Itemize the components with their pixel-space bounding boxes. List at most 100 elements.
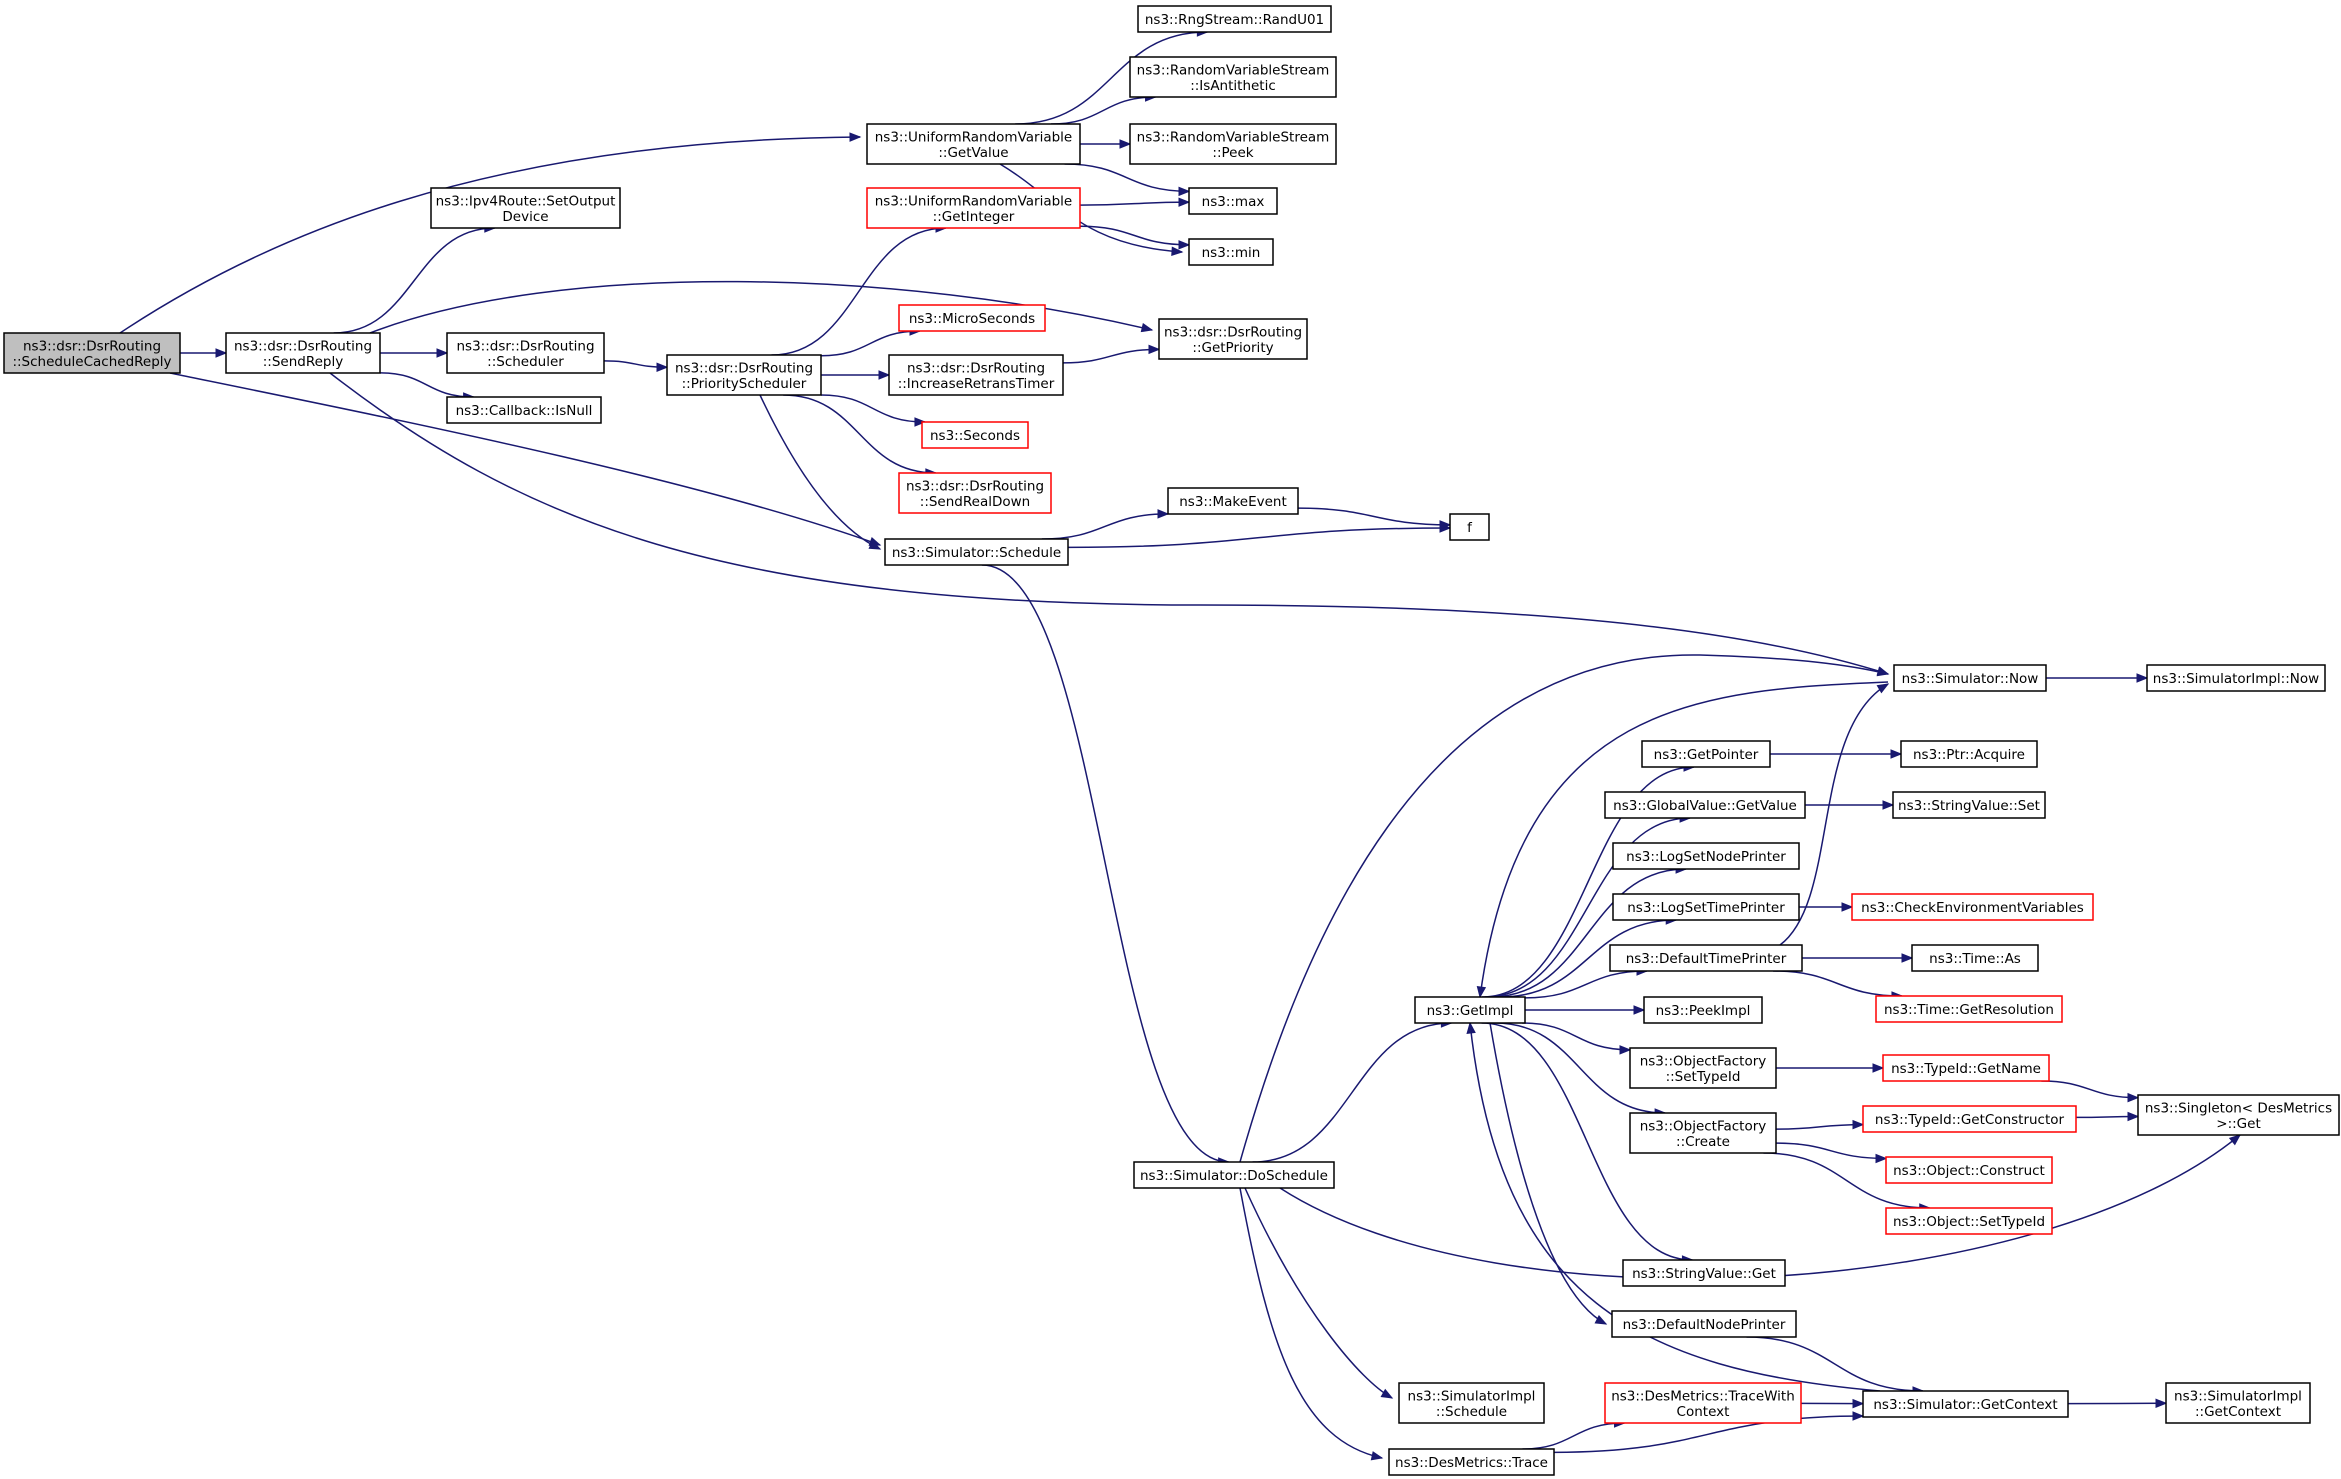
node-scheduler[interactable]: ns3::dsr::DsrRouting::Scheduler bbox=[446, 332, 605, 374]
node-root-box bbox=[3, 332, 181, 374]
node-min-label-0: ns3::min bbox=[1202, 245, 1261, 261]
node-peek[interactable]: ns3::RandomVariableStream::Peek bbox=[1129, 123, 1337, 165]
node-sendrealdown[interactable]: ns3::dsr::DsrRouting::SendRealDown bbox=[898, 472, 1052, 514]
node-stringvalue_get[interactable]: ns3::StringValue::Get bbox=[1622, 1259, 1786, 1287]
node-isantithetic[interactable]: ns3::RandomVariableStream::IsAntithetic bbox=[1129, 56, 1337, 98]
node-checkenv[interactable]: ns3::CheckEnvironmentVariables bbox=[1851, 893, 2094, 921]
node-simimpl_schedule[interactable]: ns3::SimulatorImpl::Schedule bbox=[1398, 1382, 1545, 1424]
node-defaultnodeprinter[interactable]: ns3::DefaultNodePrinter bbox=[1611, 1310, 1797, 1338]
node-simnow[interactable]: ns3::Simulator::Now bbox=[1893, 664, 2047, 692]
node-trace[interactable]: ns3::DesMetrics::Trace bbox=[1388, 1448, 1555, 1476]
node-typeid_getname[interactable]: ns3::TypeId::GetName bbox=[1882, 1054, 2050, 1082]
node-peekimpl-label-0: ns3::PeekImpl bbox=[1656, 1003, 1751, 1019]
edge-doschedule-to-simimpl_schedule bbox=[1244, 1187, 1394, 1399]
node-trace-label-0: ns3::DesMetrics::Trace bbox=[1395, 1455, 1548, 1471]
edge-doschedule-to-singleton_get bbox=[1279, 1134, 2242, 1280]
node-getcontext[interactable]: ns3::Simulator::GetContext bbox=[1862, 1390, 2069, 1418]
node-getpointer[interactable]: ns3::GetPointer bbox=[1641, 740, 1771, 768]
edge-schedule-to-f bbox=[1067, 523, 1452, 549]
edge-gv_getvalue-to-stringvalue_set bbox=[1805, 800, 1895, 810]
node-urv_getvalue[interactable]: ns3::UniformRandomVariable::GetValue bbox=[866, 123, 1081, 165]
node-logsettimeprinter[interactable]: ns3::LogSetTimePrinter bbox=[1612, 893, 1800, 921]
node-logsettimeprinter-box bbox=[1612, 893, 1800, 921]
node-logsetnodeprinter-label-0: ns3::LogSetNodePrinter bbox=[1626, 849, 1786, 865]
node-schedule[interactable]: ns3::Simulator::Schedule bbox=[884, 538, 1069, 566]
node-getpriority[interactable]: ns3::dsr::DsrRouting::GetPriority bbox=[1158, 318, 1308, 360]
node-makeevent[interactable]: ns3::MakeEvent bbox=[1167, 487, 1299, 515]
node-randu01[interactable]: ns3::RngStream::RandU01 bbox=[1137, 5, 1332, 33]
node-sendreply-box bbox=[225, 332, 381, 374]
edge-defaulttimeprinter-to-timeas bbox=[1801, 953, 1914, 963]
node-tracewithcontext-box bbox=[1604, 1382, 1802, 1424]
node-priorityscheduler[interactable]: ns3::dsr::DsrRouting::PriorityScheduler bbox=[666, 354, 822, 396]
node-gv_getvalue[interactable]: ns3::GlobalValue::GetValue bbox=[1604, 791, 1806, 819]
edge-getinteger-to-max bbox=[1079, 197, 1191, 207]
node-logsetnodeprinter[interactable]: ns3::LogSetNodePrinter bbox=[1612, 842, 1800, 870]
node-seconds-label-0: ns3::Seconds bbox=[930, 428, 1020, 444]
edge-getimpl-to-peekimpl bbox=[1525, 1005, 1646, 1015]
node-stringvalue_get-label-0: ns3::StringValue::Get bbox=[1632, 1266, 1776, 1282]
node-getresolution[interactable]: ns3::Time::GetResolution bbox=[1875, 995, 2063, 1023]
node-construct[interactable]: ns3::Object::Construct bbox=[1885, 1156, 2053, 1184]
node-logsettimeprinter-label-0: ns3::LogSetTimePrinter bbox=[1627, 900, 1785, 916]
node-sendrealdown-label-0: ns3::dsr::DsrRouting bbox=[906, 478, 1044, 494]
node-gv_getvalue-label-0: ns3::GlobalValue::GetValue bbox=[1613, 798, 1797, 814]
node-sendreply-label-1: ::SendReply bbox=[263, 354, 344, 370]
node-increaseretrans-label-0: ns3::dsr::DsrRouting bbox=[907, 360, 1045, 376]
node-f-box bbox=[1449, 513, 1490, 541]
node-of_create[interactable]: ns3::ObjectFactory::Create bbox=[1629, 1112, 1777, 1154]
node-root-label-0: ns3::dsr::DsrRouting bbox=[23, 338, 161, 354]
edge-schedule-to-makeevent bbox=[1041, 509, 1170, 540]
node-doschedule[interactable]: ns3::Simulator::DoSchedule bbox=[1133, 1161, 1335, 1189]
node-peek-label-1: ::Peek bbox=[1212, 145, 1253, 161]
node-of_settypeid[interactable]: ns3::ObjectFactory::SetTypeId bbox=[1629, 1047, 1777, 1089]
node-isnull[interactable]: ns3::Callback::IsNull bbox=[446, 396, 602, 424]
node-singleton_get[interactable]: ns3::Singleton< DesMetrics >::Get bbox=[2137, 1094, 2340, 1136]
edge-urv_getvalue-to-max bbox=[1064, 163, 1191, 197]
node-isantithetic-label-0: ns3::RandomVariableStream bbox=[1137, 62, 1330, 78]
node-getimpl-box bbox=[1414, 996, 1526, 1024]
node-defaulttimeprinter[interactable]: ns3::DefaultTimePrinter bbox=[1609, 944, 1803, 972]
edge-getimpl-to-defaultnodeprinter bbox=[1489, 1022, 1608, 1325]
edge-getinteger-to-min bbox=[1079, 225, 1191, 250]
edge-getpointer-to-ptracquire bbox=[1770, 749, 1903, 759]
node-getconstructor[interactable]: ns3::TypeId::GetConstructor bbox=[1862, 1105, 2077, 1133]
node-singleton_get-box bbox=[2137, 1094, 2340, 1136]
node-doschedule-box bbox=[1133, 1161, 1335, 1189]
node-seconds[interactable]: ns3::Seconds bbox=[921, 421, 1029, 449]
edge-doschedule-to-simnow bbox=[1239, 654, 1890, 1163]
node-simimplnow[interactable]: ns3::SimulatorImpl::Now bbox=[2146, 664, 2326, 692]
node-getresolution-box bbox=[1875, 995, 2063, 1023]
node-peekimpl[interactable]: ns3::PeekImpl bbox=[1643, 996, 1763, 1024]
node-ptracquire[interactable]: ns3::Ptr::Acquire bbox=[1900, 740, 2038, 768]
node-getimpl-label-0: ns3::GetImpl bbox=[1427, 1003, 1514, 1019]
node-setoutputdevice-box bbox=[430, 187, 621, 229]
node-urv_getvalue-label-0: ns3::UniformRandomVariable bbox=[875, 129, 1073, 145]
node-increaseretrans[interactable]: ns3::dsr::DsrRouting::IncreaseRetransTim… bbox=[888, 354, 1064, 396]
node-microseconds[interactable]: ns3::MicroSeconds bbox=[898, 304, 1046, 332]
node-sendreply[interactable]: ns3::dsr::DsrRouting::SendReply bbox=[225, 332, 381, 374]
node-getpriority-box bbox=[1158, 318, 1308, 360]
node-timeas[interactable]: ns3::Time::As bbox=[1911, 944, 2039, 972]
node-construct-label-0: ns3::Object::Construct bbox=[1893, 1163, 2045, 1179]
node-stringvalue_set[interactable]: ns3::StringValue::Set bbox=[1892, 791, 2046, 819]
node-max[interactable]: ns3::max bbox=[1188, 187, 1278, 215]
node-simimpl_getcontext[interactable]: ns3::SimulatorImpl::GetContext bbox=[2165, 1382, 2311, 1424]
node-min[interactable]: ns3::min bbox=[1188, 238, 1274, 266]
node-obj_settypeid[interactable]: ns3::Object::SetTypeId bbox=[1885, 1207, 2053, 1235]
node-randu01-box bbox=[1137, 5, 1332, 33]
edge-getcontext-to-getimpl bbox=[1466, 1021, 1881, 1392]
node-f[interactable]: f bbox=[1449, 513, 1490, 541]
node-getimpl[interactable]: ns3::GetImpl bbox=[1414, 996, 1526, 1024]
edge-schedule-to-doschedule bbox=[981, 564, 1230, 1167]
node-max-box bbox=[1188, 187, 1278, 215]
node-getinteger[interactable]: ns3::UniformRandomVariable::GetInteger bbox=[866, 187, 1081, 229]
node-increaseretrans-label-1: ::IncreaseRetransTimer bbox=[898, 376, 1055, 392]
node-root-label-1: ::ScheduleCachedReply bbox=[12, 354, 171, 370]
node-defaulttimeprinter-box bbox=[1609, 944, 1803, 972]
edge-scheduler-to-priorityscheduler bbox=[603, 360, 669, 372]
node-construct-box bbox=[1885, 1156, 2053, 1184]
